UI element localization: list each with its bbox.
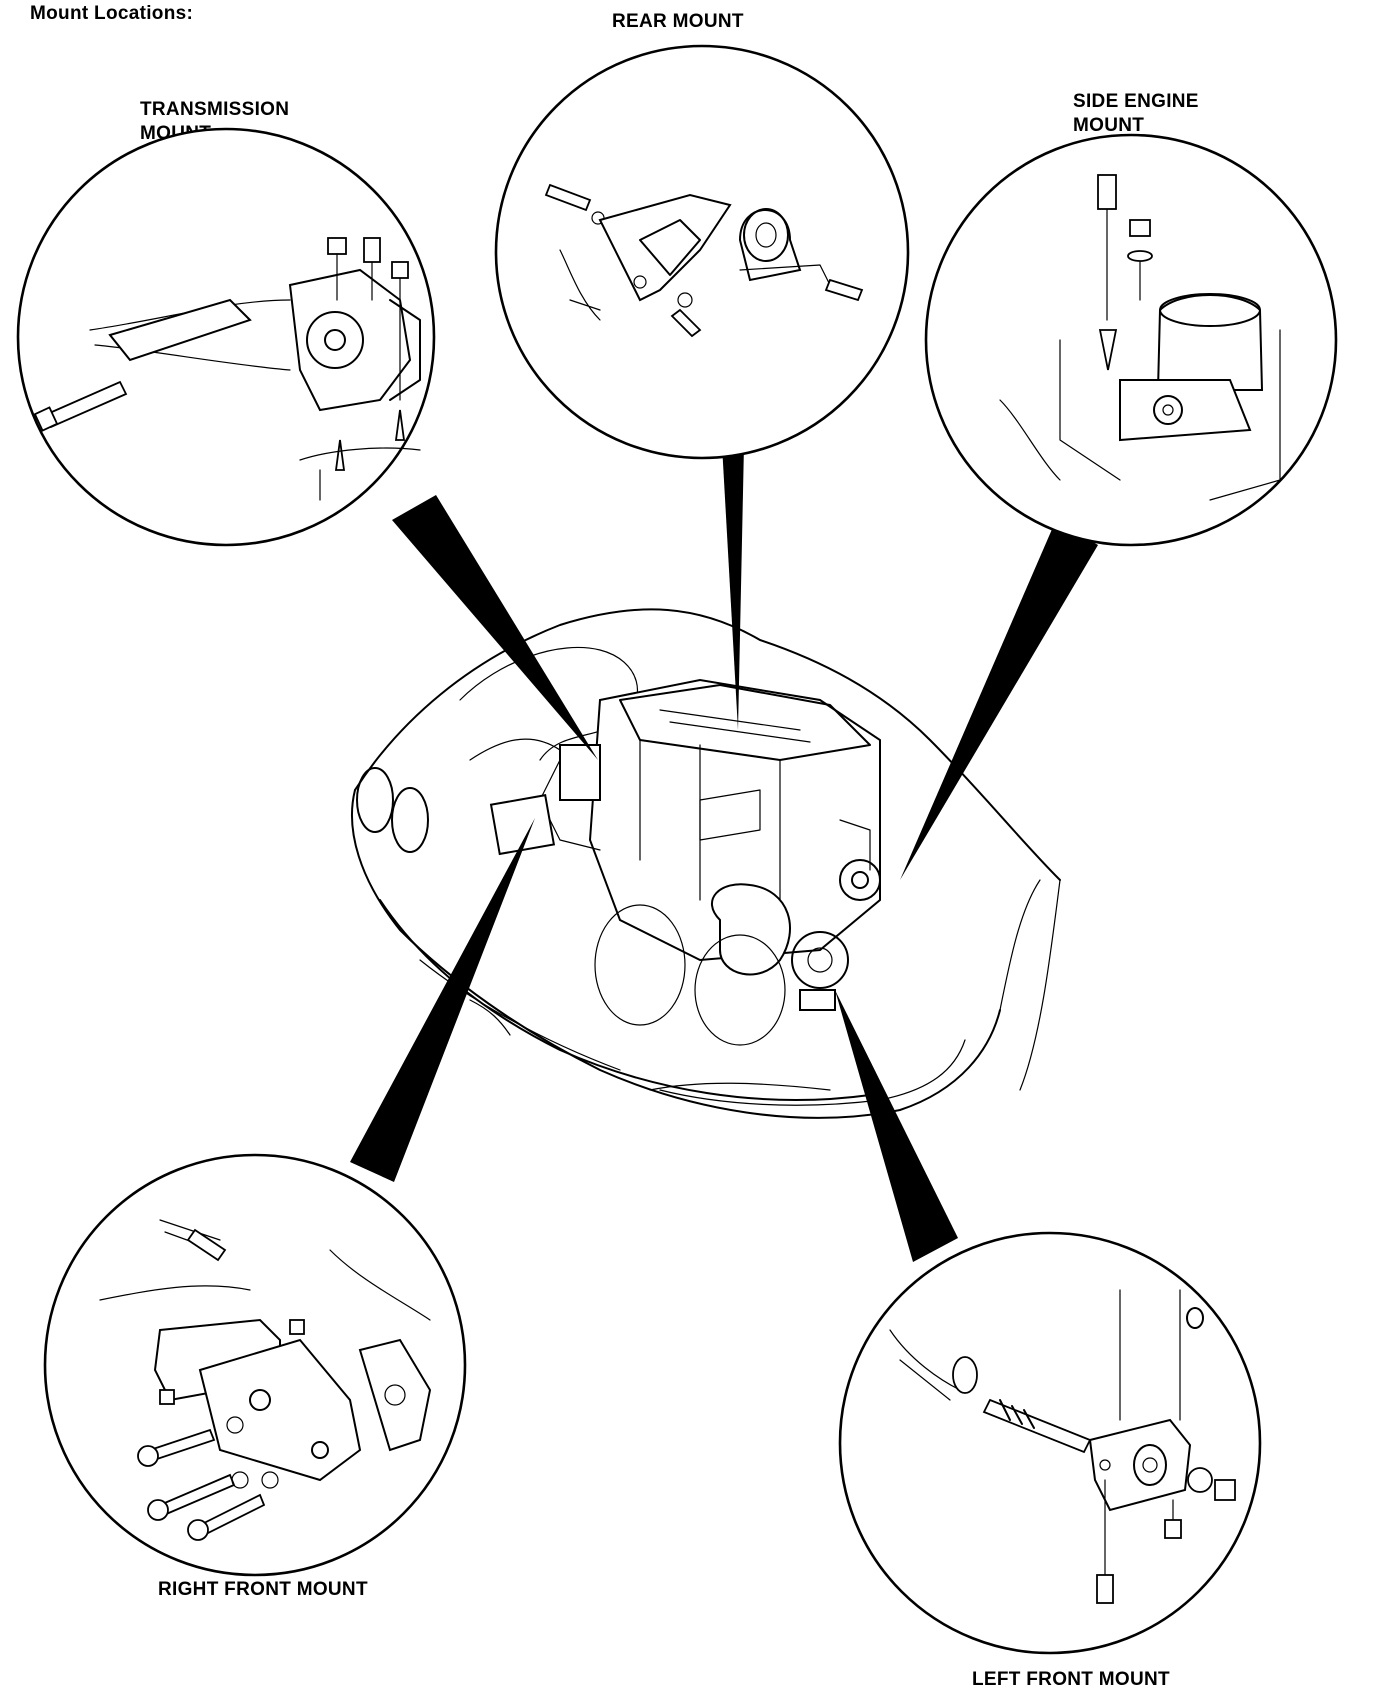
right-front-mount-detail [43, 1153, 467, 1577]
left-front-mount-label: LEFT FRONT MOUNT [972, 1669, 1170, 1690]
callout-leaders [350, 445, 1098, 1262]
side-engine-mount-label: SIDE ENGINE MOUNT [1073, 91, 1199, 136]
diagram-title: Mount Locations: [30, 3, 194, 24]
left-front-mount-detail [838, 1231, 1262, 1655]
right-front-mount-label: RIGHT FRONT MOUNT [158, 1579, 368, 1600]
leader-left-front [835, 990, 958, 1262]
transmission-mount-detail [16, 127, 436, 547]
car-body-outline [351, 608, 1061, 1119]
leader-rear [722, 445, 744, 730]
leader-right-front [350, 818, 535, 1182]
rear-mount-label: REAR MOUNT [612, 11, 744, 32]
leader-transmission [392, 495, 598, 760]
rear-mount-detail [494, 44, 910, 460]
side-engine-mount-detail [924, 133, 1338, 547]
leader-side-engine [900, 520, 1098, 880]
engine-block [489, 678, 881, 1046]
